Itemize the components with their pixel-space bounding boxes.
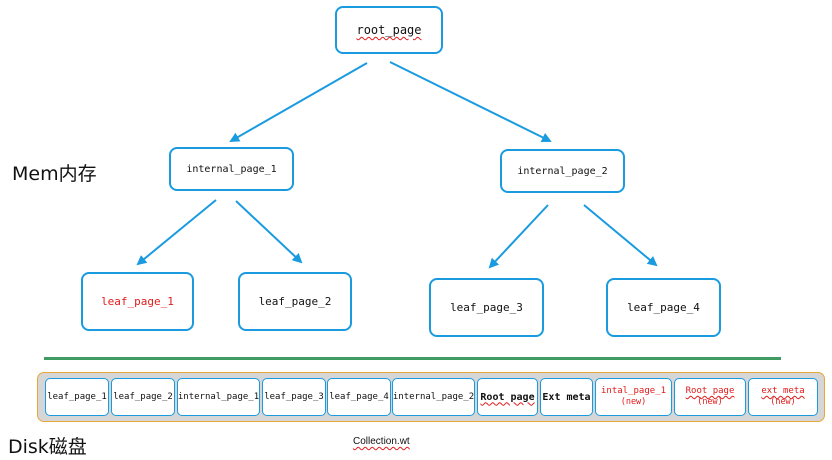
- mem-label: Mem内存: [12, 163, 97, 185]
- leaf-page-1-node: leaf_page_1: [81, 272, 194, 331]
- disk-cell-root-page-new: Root page (new): [674, 378, 746, 416]
- disk-cell-leaf-page-2: leaf_page_2: [111, 378, 175, 416]
- leaf-page-4-node: leaf_page_4: [606, 278, 721, 337]
- arrow-root-to-internal-1: [229, 62, 368, 142]
- internal-page-1-node: internal_page_1: [169, 147, 294, 191]
- internal-page-2-label: internal_page_2: [517, 165, 608, 177]
- disk-cell-leaf-page-1: leaf_page_1: [45, 378, 109, 416]
- memory-disk-divider: [44, 357, 781, 360]
- arrow-internal-1-to-leaf-1: [136, 199, 217, 266]
- leaf-page-4-label: leaf_page_4: [627, 301, 700, 314]
- disk-cell-ext-meta-new: ext meta (new): [748, 378, 818, 416]
- leaf-page-3-label: leaf_page_3: [450, 301, 523, 314]
- root-page-node: root_page: [335, 6, 443, 54]
- leaf-page-2-label: leaf_page_2: [258, 295, 332, 308]
- disk-cell-internal-page-1: internal_page_1: [177, 378, 260, 416]
- disk-cell-leaf-page-4: leaf_page_4: [327, 378, 391, 416]
- arrow-root-to-internal-2: [389, 61, 552, 142]
- disk-label: Disk磁盘: [8, 436, 87, 458]
- disk-cell-root-page: Root page: [477, 378, 538, 416]
- tree-arrows: [136, 61, 658, 269]
- internal-page-2-node: internal_page_2: [500, 149, 625, 193]
- disk-cell-internal-page-2: internal_page_2: [392, 378, 475, 416]
- root-page-label: root_page: [356, 23, 422, 37]
- file-name-label: Collection.wt: [353, 436, 410, 447]
- leaf-page-3-node: leaf_page_3: [429, 278, 544, 337]
- arrow-internal-2-to-leaf-4: [583, 204, 658, 267]
- arrow-internal-2-to-leaf-3: [488, 204, 549, 269]
- arrow-internal-1-to-leaf-2: [235, 200, 303, 264]
- leaf-page-2-node: leaf_page_2: [238, 272, 352, 331]
- disk-cell-ext-meta: Ext meta: [540, 378, 593, 416]
- disk-cell-intal-page-1-new: intal_page_1 (new): [595, 378, 672, 416]
- disk-cell-leaf-page-3: leaf_page_3: [262, 378, 326, 416]
- internal-page-1-label: internal_page_1: [186, 163, 277, 175]
- leaf-page-1-label: leaf_page_1: [101, 295, 174, 308]
